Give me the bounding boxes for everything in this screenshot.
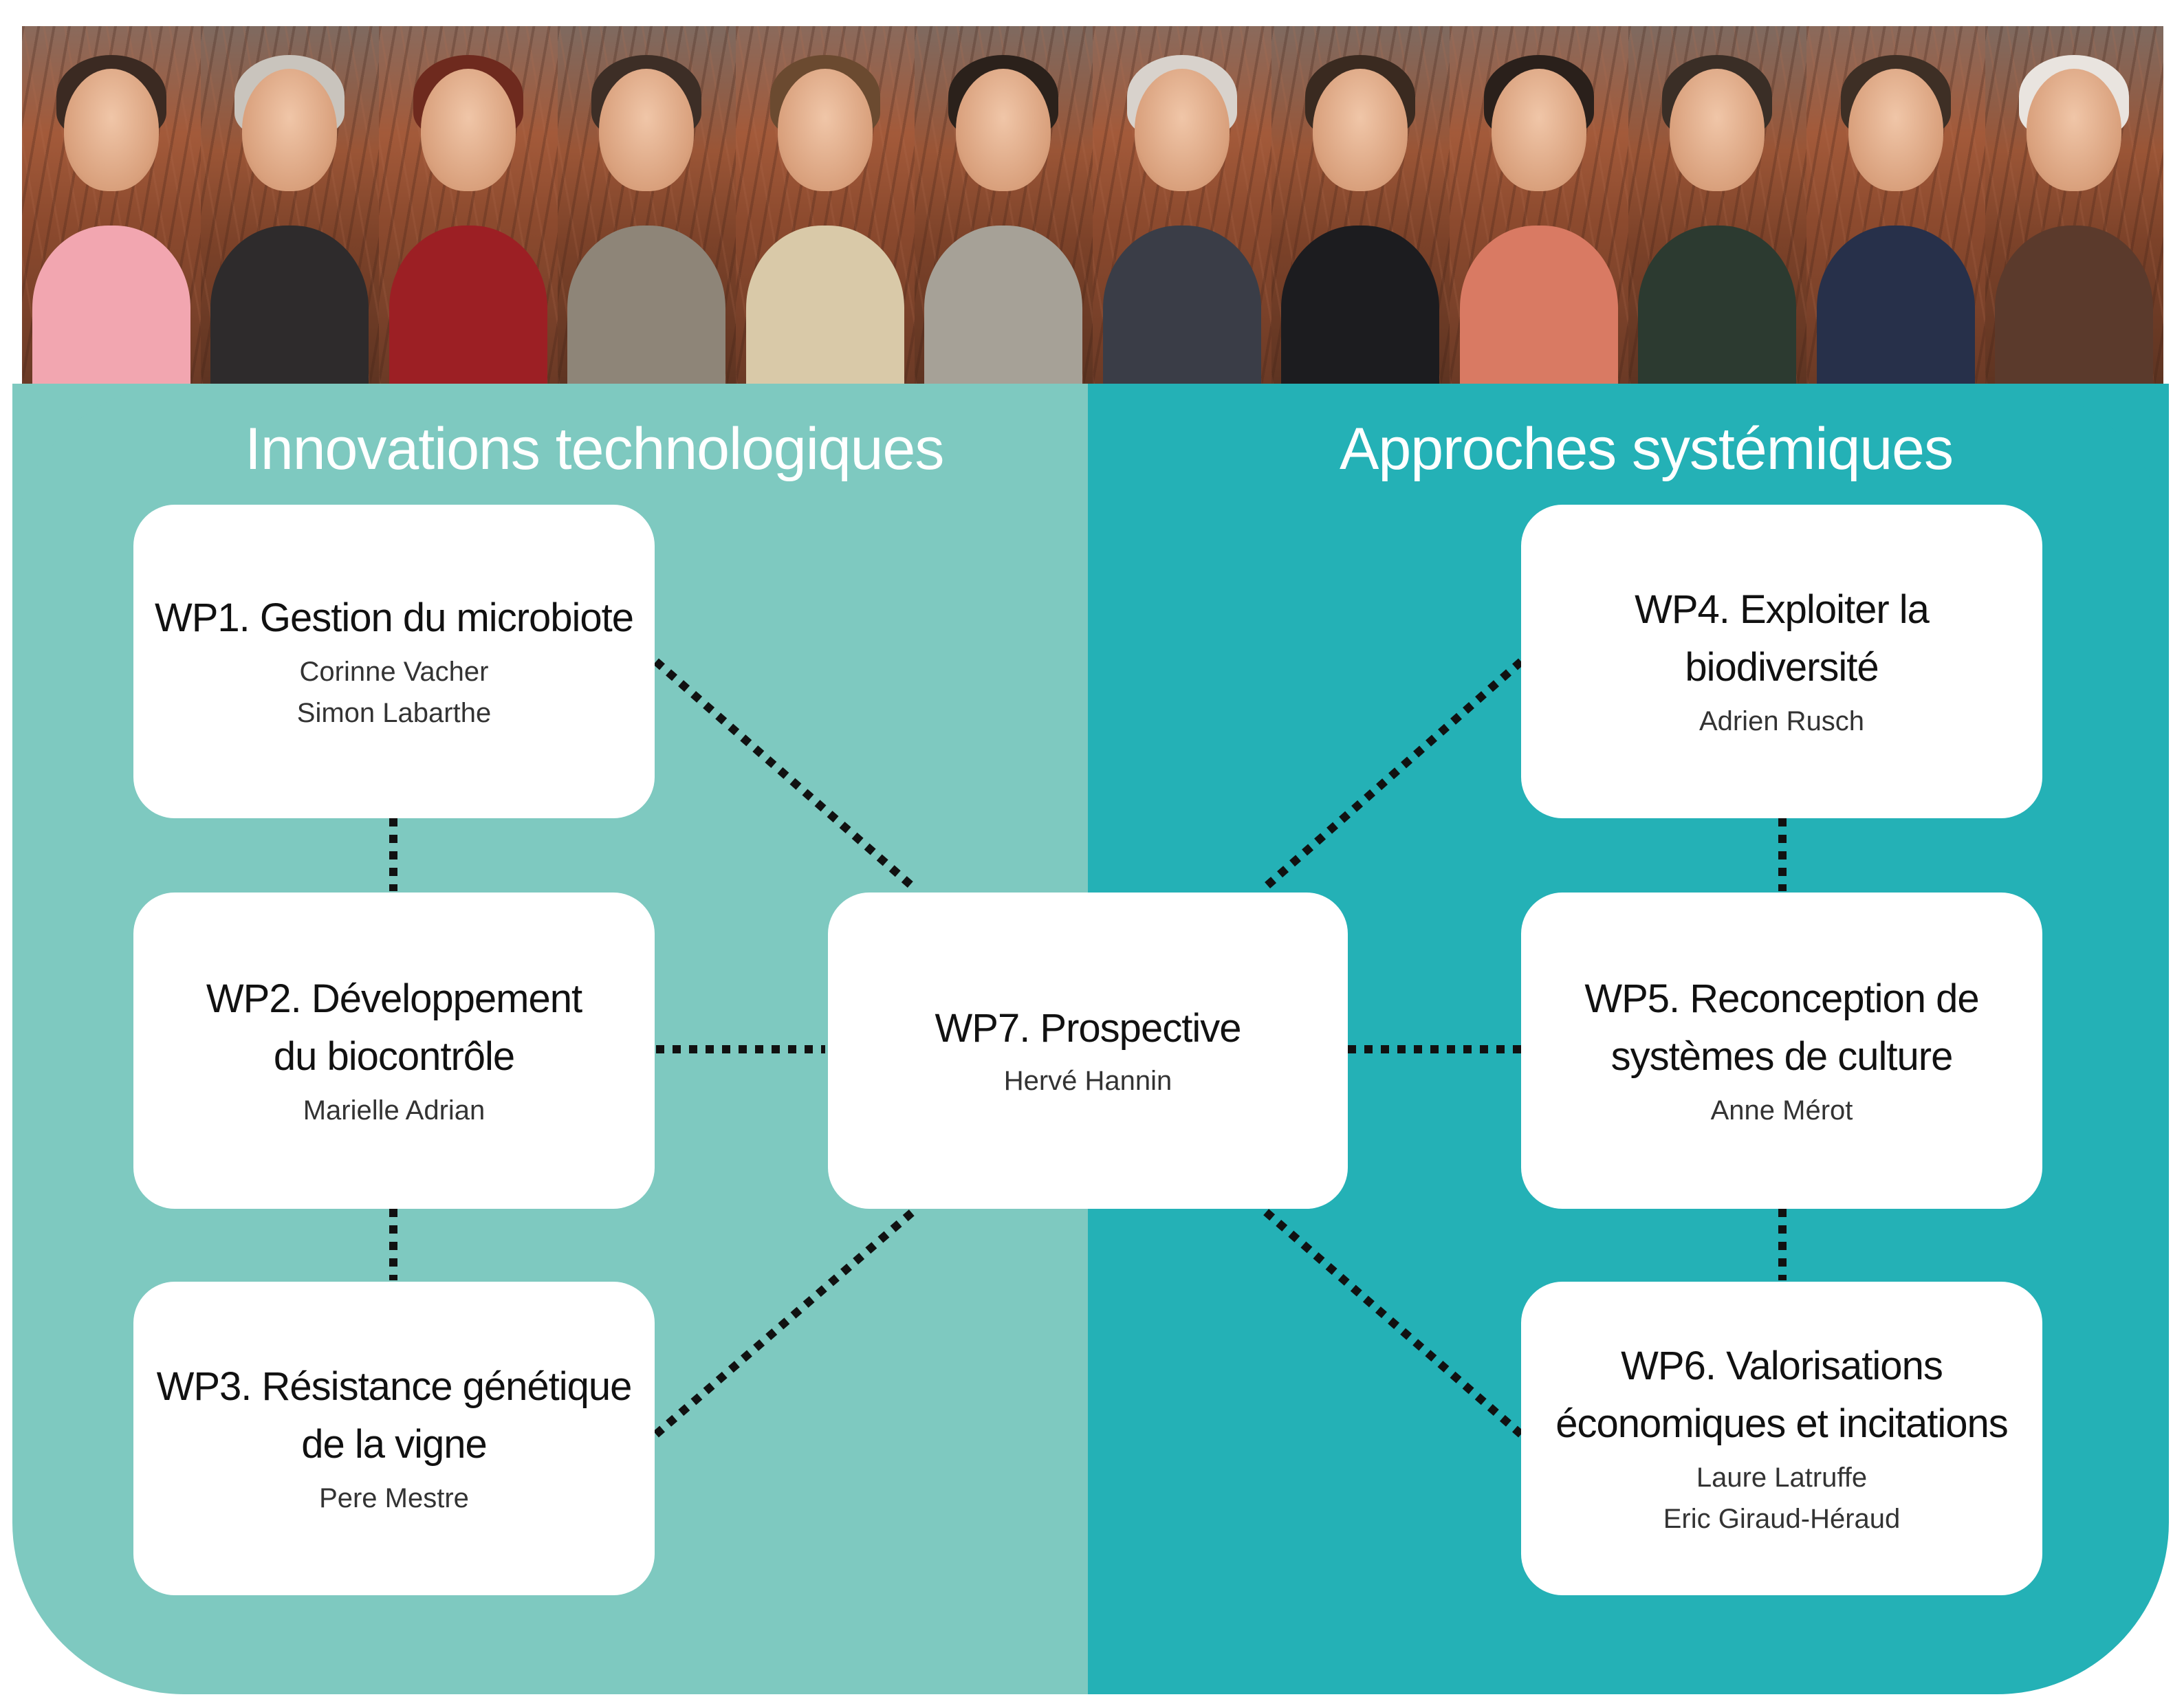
- person-body: [1281, 226, 1440, 384]
- team-member-photo: [22, 26, 201, 384]
- team-member-photo: [1985, 26, 2163, 384]
- wp5-title: WP5. Reconception de: [1584, 976, 1979, 1021]
- team-photo-strip: [22, 26, 2163, 384]
- person-face: [2027, 69, 2122, 191]
- wp6-box: WP6. Valorisations économiques et incita…: [1521, 1282, 2042, 1595]
- person-face: [1134, 69, 1230, 191]
- team-member-photo: [1450, 26, 1628, 384]
- person-face: [420, 69, 516, 191]
- wp4-box: WP4. Exploiter la biodiversité Adrien Ru…: [1521, 505, 2042, 818]
- wp3-title: WP3. Résistance génétique: [156, 1364, 633, 1409]
- link-wp1-wp7: [653, 658, 917, 892]
- wp3-leader: Pere Mestre: [319, 1483, 469, 1513]
- link-wp6-wp7: [1261, 1207, 1524, 1438]
- person-body: [1638, 226, 1797, 384]
- link-wp4-wp7: [1261, 658, 1524, 892]
- team-member-photo: [1271, 26, 1450, 384]
- wp6-leader: Laure Latruffe: [1696, 1463, 1868, 1493]
- wp2-title: du biocontrôle: [273, 1034, 515, 1079]
- person-body: [745, 226, 904, 384]
- person-body: [1459, 226, 1618, 384]
- team-member-photo: [379, 26, 558, 384]
- wp7-box: WP7. Prospective Hervé Hannin: [828, 893, 1348, 1209]
- person-body: [32, 226, 190, 384]
- wp4-leader: Adrien Rusch: [1699, 706, 1865, 736]
- person-body: [1102, 226, 1261, 384]
- person-face: [956, 69, 1051, 191]
- person-face: [242, 69, 338, 191]
- wp2-leader: Marielle Adrian: [303, 1095, 485, 1126]
- team-member-photo: [914, 26, 1093, 384]
- person-face: [777, 69, 873, 191]
- wp3-title: de la vigne: [301, 1422, 488, 1467]
- team-member-photo: [1093, 26, 1271, 384]
- section-title-innovations: Innovations technologiques: [245, 416, 944, 482]
- wp4-title: biodiversité: [1685, 645, 1879, 690]
- wp1-leader: Corinne Vacher: [299, 657, 489, 687]
- person-face: [599, 69, 695, 191]
- wp6-title: économiques et incitations: [1555, 1401, 2009, 1446]
- wp1-box: WP1. Gestion du microbiote Corinne Vache…: [133, 505, 655, 818]
- wp3-box: WP3. Résistance génétique de la vigne Pe…: [133, 1282, 655, 1595]
- wp7-leader: Hervé Hannin: [1003, 1066, 1172, 1096]
- person-body: [389, 226, 547, 384]
- wp2-box: WP2. Développement du biocontrôle Mariel…: [133, 893, 655, 1209]
- wp6-title: WP6. Valorisations: [1621, 1344, 1943, 1388]
- person-body: [567, 226, 726, 384]
- wp5-title: systèmes de culture: [1610, 1034, 1954, 1079]
- person-body: [1995, 226, 2154, 384]
- team-member-photo: [1806, 26, 1985, 384]
- team-member-photo: [736, 26, 915, 384]
- person-face: [1313, 69, 1408, 191]
- person-face: [1670, 69, 1765, 191]
- person-body: [210, 226, 369, 384]
- link-wp3-wp7: [653, 1207, 917, 1438]
- person-face: [1491, 69, 1586, 191]
- person-face: [63, 69, 159, 191]
- wp5-box: WP5. Reconception de systèmes de culture…: [1521, 893, 2042, 1209]
- wp2-title: WP2. Développement: [206, 976, 582, 1021]
- person-body: [924, 226, 1083, 384]
- section-title-systemic: Approches systémiques: [1340, 416, 1954, 482]
- team-member-photo: [200, 26, 379, 384]
- wp6-leader: Eric Giraud-Héraud: [1663, 1504, 1901, 1534]
- team-member-photo: [557, 26, 736, 384]
- person-body: [1816, 226, 1975, 384]
- wp4-title: WP4. Exploiter la: [1635, 587, 1930, 632]
- team-member-photo: [1628, 26, 1806, 384]
- person-face: [1848, 69, 1943, 191]
- wp1-leader: Simon Labarthe: [296, 698, 492, 728]
- wp1-title: WP1. Gestion du microbiote: [154, 595, 634, 640]
- wp5-leader: Anne Mérot: [1710, 1095, 1853, 1126]
- wp7-title: WP7. Prospective: [935, 1006, 1242, 1051]
